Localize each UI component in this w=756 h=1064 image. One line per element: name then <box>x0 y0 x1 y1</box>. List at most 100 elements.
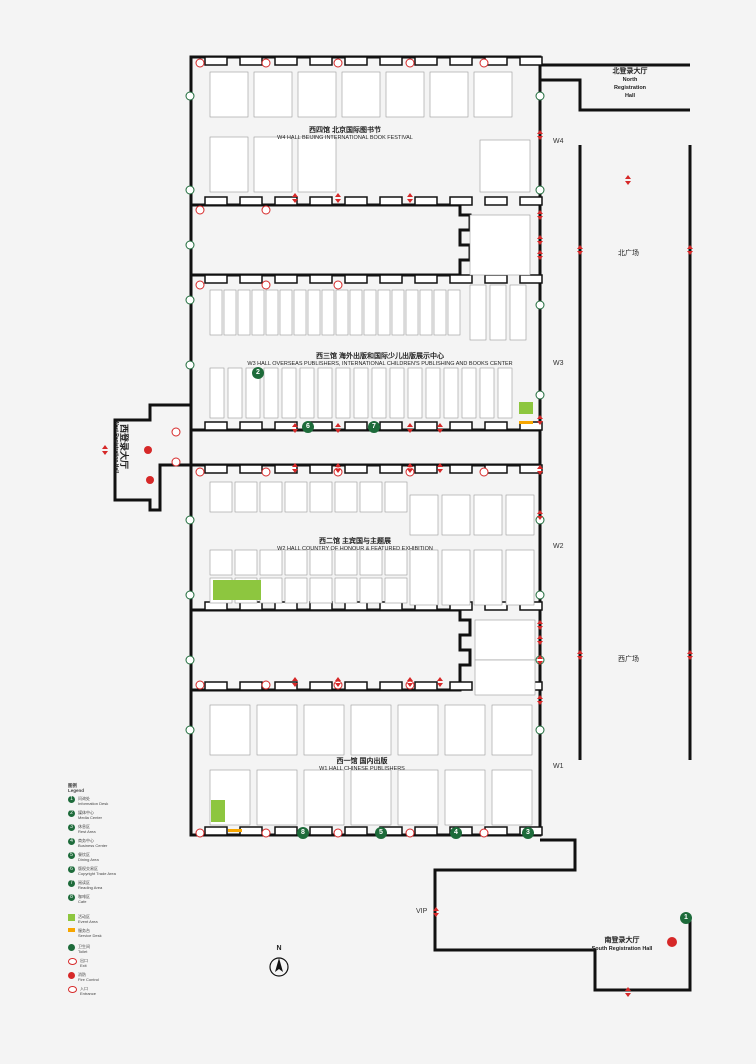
booth <box>443 367 459 419</box>
legend-item-en: Information Desk <box>78 801 109 806</box>
toilet-icon <box>535 185 545 195</box>
double-arrow-icon <box>537 635 543 645</box>
booth <box>479 367 495 419</box>
toilet-icon <box>185 91 195 101</box>
wall-notch <box>239 464 263 474</box>
wall-notch <box>484 421 508 431</box>
info-red-west-icon <box>144 446 152 454</box>
toilet-icon <box>185 240 195 250</box>
exit-icon <box>261 280 271 290</box>
wall-notch <box>344 56 368 66</box>
booth <box>334 577 358 604</box>
booth <box>245 367 261 419</box>
wall-notch <box>414 274 438 284</box>
double-arrow-icon <box>537 415 543 425</box>
wall-notch <box>239 274 263 284</box>
legend-item-en: Business Center <box>78 843 108 848</box>
booth <box>334 481 358 513</box>
exit-icon <box>195 205 205 215</box>
exit-icon <box>333 828 343 838</box>
double-arrow-icon <box>537 210 543 220</box>
double-arrow-icon <box>537 620 543 630</box>
booth <box>389 367 405 419</box>
wall-notch <box>449 421 473 431</box>
legend-symbol-zh: 出口 <box>80 958 88 963</box>
toilet-icon <box>185 515 195 525</box>
booth <box>359 577 383 604</box>
legend-symbol-en: Exit <box>80 963 87 968</box>
wall-notch <box>239 681 263 691</box>
marker-5-icon <box>375 827 387 839</box>
toilet-icon <box>535 590 545 600</box>
booth <box>309 577 333 604</box>
green-symbol-icon <box>68 944 75 951</box>
double-arrow-icon <box>537 510 543 520</box>
booth <box>469 284 487 341</box>
booth <box>317 367 333 419</box>
booth <box>409 494 439 536</box>
south-registration-hall[interactable]: 南登录大厅 South Registration Hall <box>592 937 653 953</box>
wall-notch <box>309 464 333 474</box>
wall-notch <box>239 826 263 836</box>
hall-title-w1: 西一馆 国内出版 W1 HALL CHINESE PUBLISHERS <box>319 758 405 772</box>
toilet-icon <box>535 91 545 101</box>
booth <box>444 769 486 826</box>
double-arrow-icon <box>437 423 443 433</box>
wall-notch <box>414 196 438 206</box>
legend-symbol-en: Toilet <box>78 949 88 954</box>
legend-item-zh: 问询处 <box>78 796 90 801</box>
exit-icon <box>333 58 343 68</box>
hall-title-w2: 西二馆 主宾国与主题展 W2 HALL COUNTRY OF HONOUR & … <box>277 538 433 552</box>
west-registration-hall[interactable]: 西登录大厅 West Registration Hall <box>112 420 129 473</box>
red-symbol-icon <box>68 972 75 979</box>
double-arrow-icon <box>537 130 543 140</box>
double-arrow-icon <box>407 423 413 433</box>
wall-notch <box>239 56 263 66</box>
exit-icon <box>261 680 271 690</box>
booth <box>473 71 513 118</box>
exit-icon <box>195 680 205 690</box>
south-registration-zh: 南登录大厅 <box>604 937 640 944</box>
w3-label: W3 <box>553 360 564 367</box>
hall-title-w3-zh: 西三馆 海外出版和国际少儿出版展示中心 <box>316 353 444 360</box>
double-arrow-icon <box>292 193 298 203</box>
booth <box>363 289 377 336</box>
booth <box>509 284 527 341</box>
booth <box>209 549 233 576</box>
wall-notch <box>519 196 543 206</box>
booth <box>237 289 251 336</box>
wall-notch <box>379 196 403 206</box>
marker-2-icon <box>252 367 264 379</box>
booth <box>479 139 531 193</box>
double-arrow-icon <box>625 987 631 997</box>
compass-label: N <box>276 945 282 952</box>
booth <box>349 289 363 336</box>
wall-notch <box>414 421 438 431</box>
numbered-markers <box>144 367 692 947</box>
booth <box>444 704 486 756</box>
booth <box>353 367 369 419</box>
hall-title-w1-en: W1 HALL CHINESE PUBLISHERS <box>319 766 405 772</box>
legend-number-icon: 3 <box>68 824 75 831</box>
exit-icon <box>195 828 205 838</box>
wall-notch <box>414 56 438 66</box>
wall-notch <box>484 196 508 206</box>
exit-icon <box>261 58 271 68</box>
double-arrow-icon <box>537 250 543 260</box>
wall-notch <box>449 56 473 66</box>
exit-icon <box>333 280 343 290</box>
north-registration-hall[interactable]: 北登录大厅 North Registration Hall <box>613 68 648 100</box>
south-registration-en: South Registration Hall <box>591 946 653 952</box>
legend-symbol-zh: 卫生间 <box>78 944 90 949</box>
booth <box>334 549 358 576</box>
